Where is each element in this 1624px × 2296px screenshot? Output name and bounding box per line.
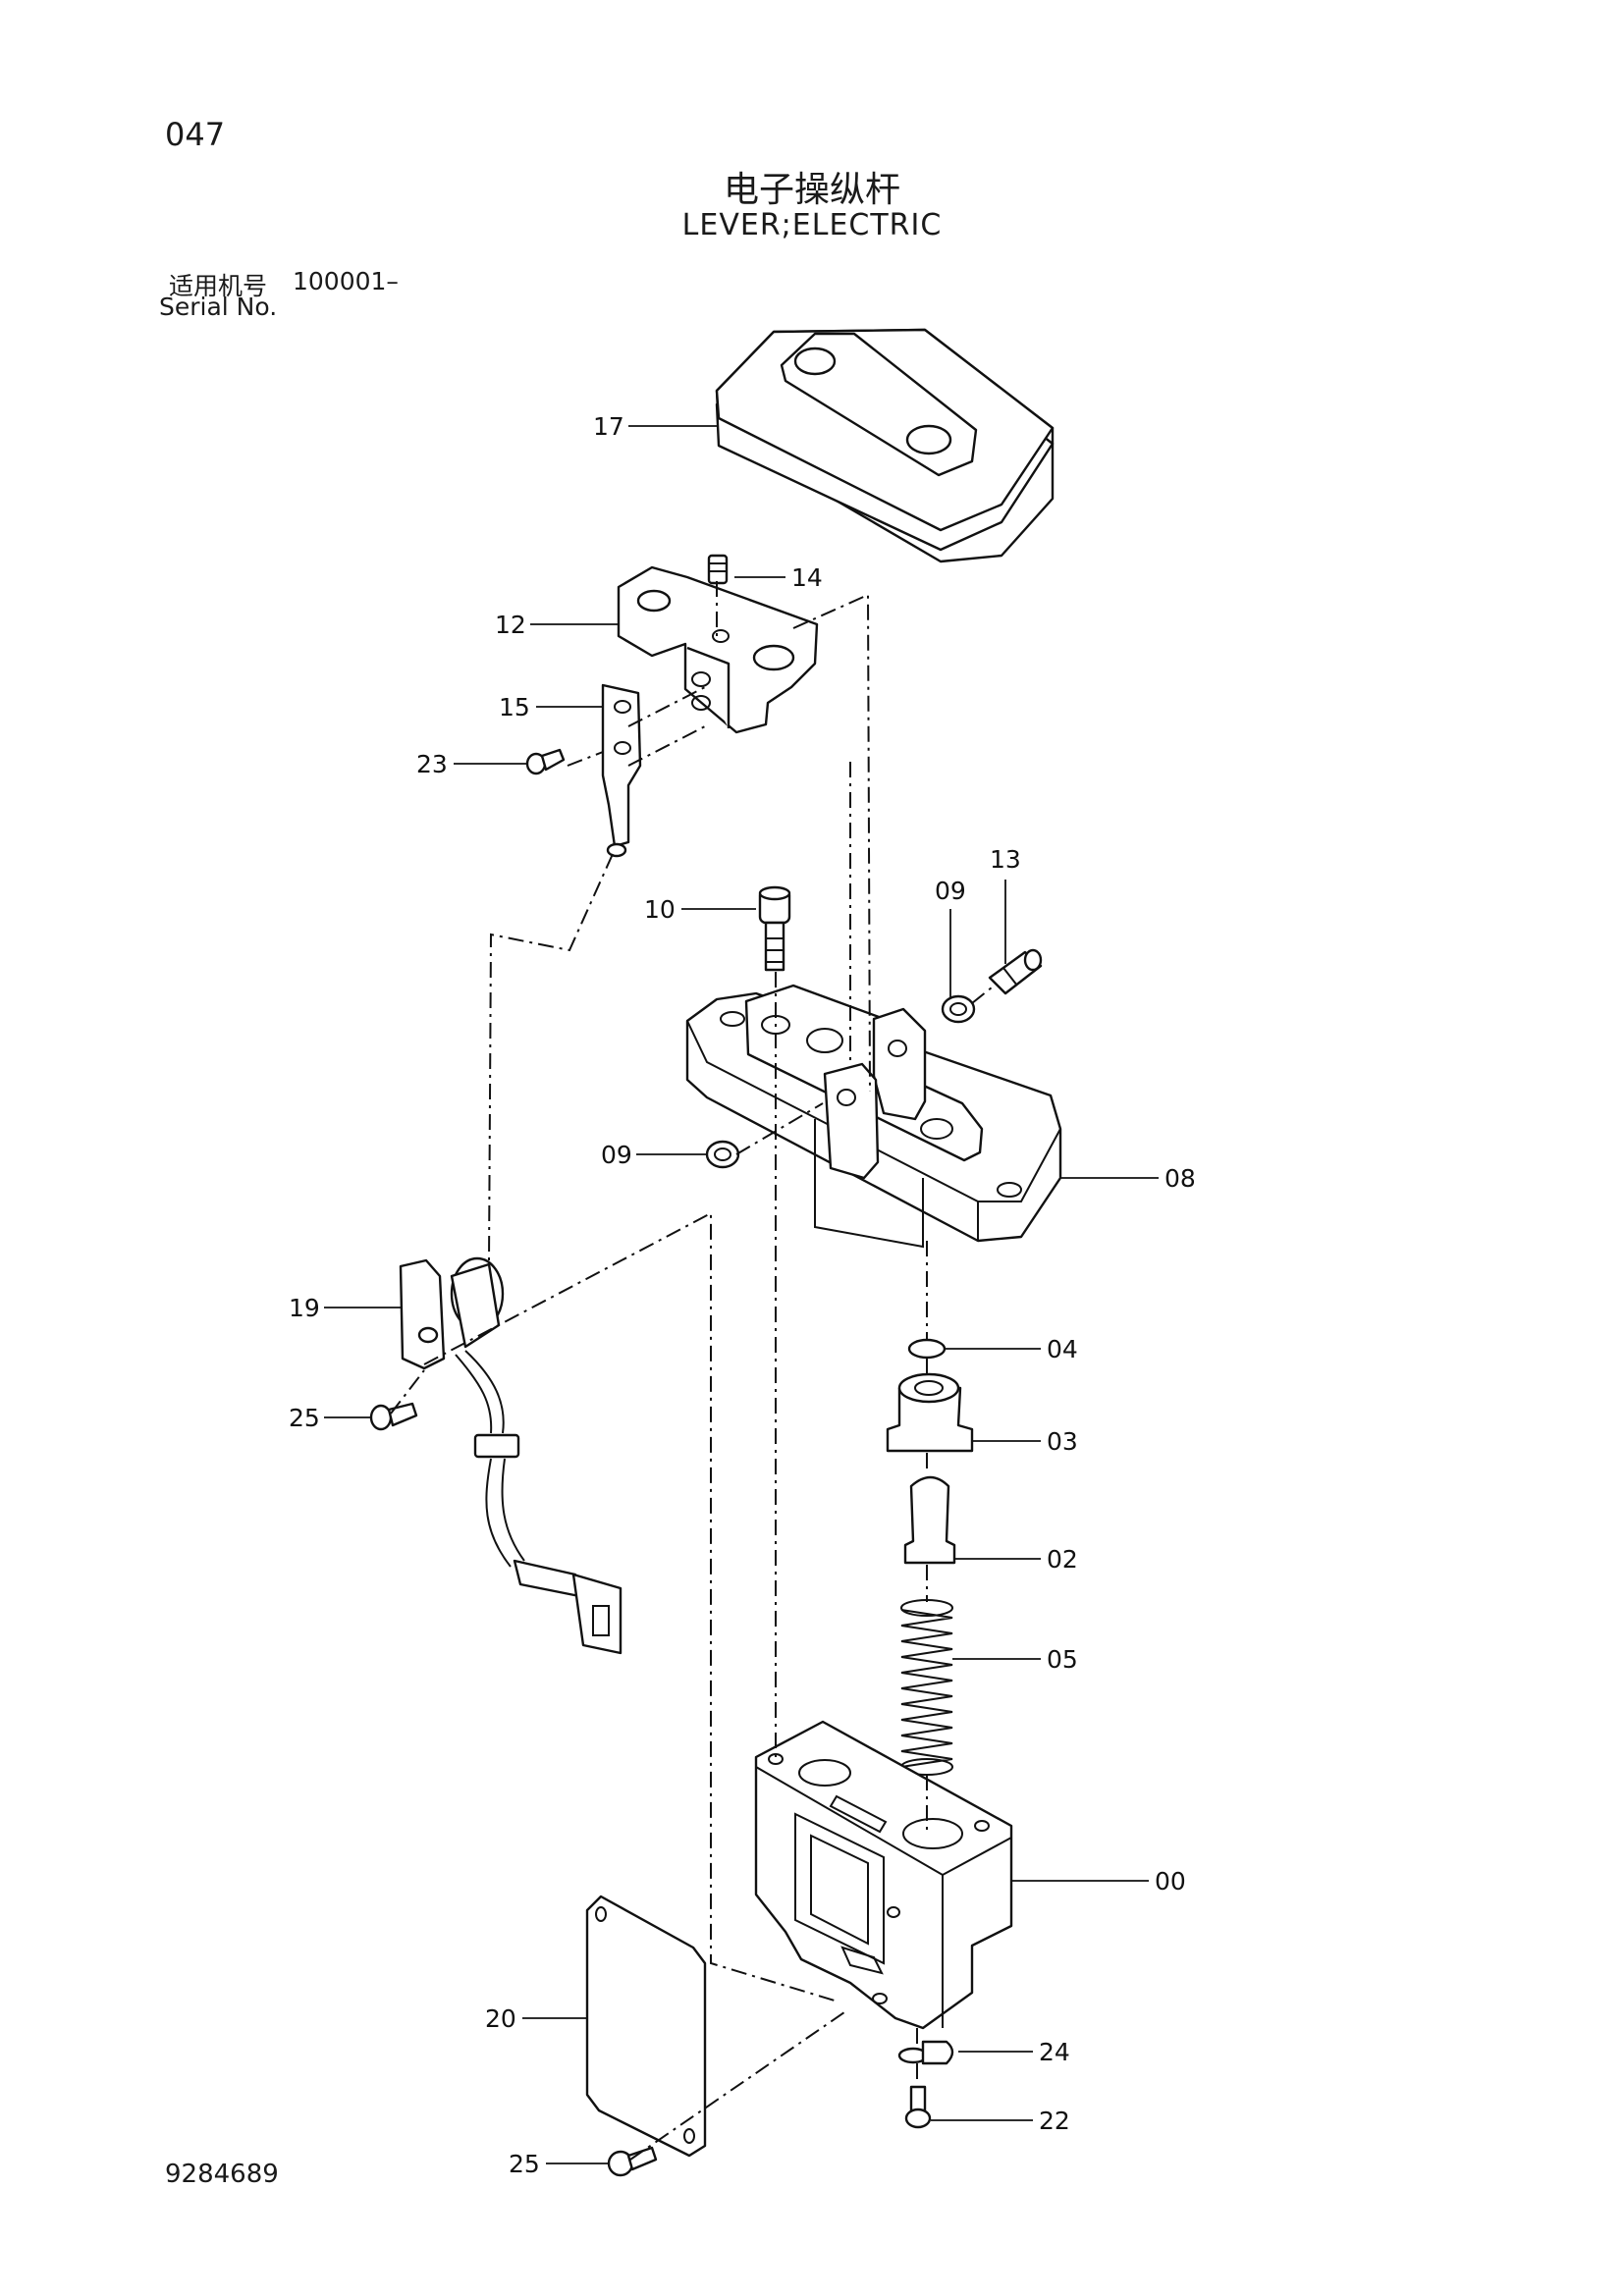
part-08-plate xyxy=(685,984,1062,1249)
label-part-19: 19 xyxy=(289,1294,320,1322)
title-chinese: 电子操纵杆 xyxy=(723,170,900,210)
part-15-link-plate xyxy=(601,683,642,858)
part-12-bracket xyxy=(617,565,819,734)
label-part-10: 10 xyxy=(644,895,676,924)
title-english: LEVER;ELECTRIC xyxy=(681,208,943,242)
part-04-o-ring xyxy=(907,1338,947,1360)
part-05-spring xyxy=(900,1599,953,1776)
label-part-05: 05 xyxy=(1047,1645,1078,1674)
label-part-02: 02 xyxy=(1047,1545,1078,1574)
part-19-sensor-harness xyxy=(399,1256,623,1655)
serial-label-english: Serial No. xyxy=(159,293,278,321)
label-part-20: 20 xyxy=(485,2004,516,2033)
label-part-12: 12 xyxy=(495,611,526,639)
part-00-casing xyxy=(754,1720,1013,2030)
part-20-cover-plate xyxy=(585,1895,707,2158)
part-09-bushing-lower xyxy=(705,1140,740,1169)
label-part-14: 14 xyxy=(791,563,823,592)
serial-label-chinese: 适用机号 xyxy=(169,272,268,300)
label-part-13: 13 xyxy=(990,845,1021,874)
label-part-25-upper: 25 xyxy=(289,1404,320,1432)
part-13-pin xyxy=(988,948,1043,995)
page-number: 047 xyxy=(165,116,226,153)
assembly-centre-lines xyxy=(390,581,993,2161)
part-22-small-screw xyxy=(904,2085,932,2129)
part-23-screw xyxy=(525,748,566,775)
part-25-screw-upper xyxy=(369,1402,418,1431)
part-14-set-screw xyxy=(707,554,729,585)
label-part-15: 15 xyxy=(499,693,530,721)
label-part-04: 04 xyxy=(1047,1335,1078,1363)
leader-lines xyxy=(324,425,1159,2164)
label-part-08: 08 xyxy=(1164,1164,1196,1193)
drawing-number: 9284689 xyxy=(165,2160,279,2189)
label-part-03: 03 xyxy=(1047,1427,1078,1456)
part-17-boot-cover xyxy=(715,328,1055,563)
part-labels: 17 14 12 15 23 13 09 10 09 08 19 04 25 0… xyxy=(289,412,1196,2178)
part-25-screw-lower xyxy=(607,2146,658,2177)
part-10-cap-screw xyxy=(758,885,791,972)
part-09-bushing-upper xyxy=(941,994,976,1024)
serial-value: 100001– xyxy=(293,267,399,295)
label-part-25-lower: 25 xyxy=(509,2150,540,2178)
label-part-22: 22 xyxy=(1039,2107,1070,2135)
label-part-09-upper: 09 xyxy=(935,877,966,905)
part-03-guide xyxy=(886,1372,974,1453)
label-part-09-lower: 09 xyxy=(601,1141,632,1169)
part-02-plunger xyxy=(903,1475,956,1565)
label-part-23: 23 xyxy=(416,750,448,778)
label-part-24: 24 xyxy=(1039,2038,1070,2066)
label-part-00: 00 xyxy=(1155,1867,1186,1896)
part-24-clip xyxy=(897,2040,954,2065)
label-part-17: 17 xyxy=(593,412,624,441)
